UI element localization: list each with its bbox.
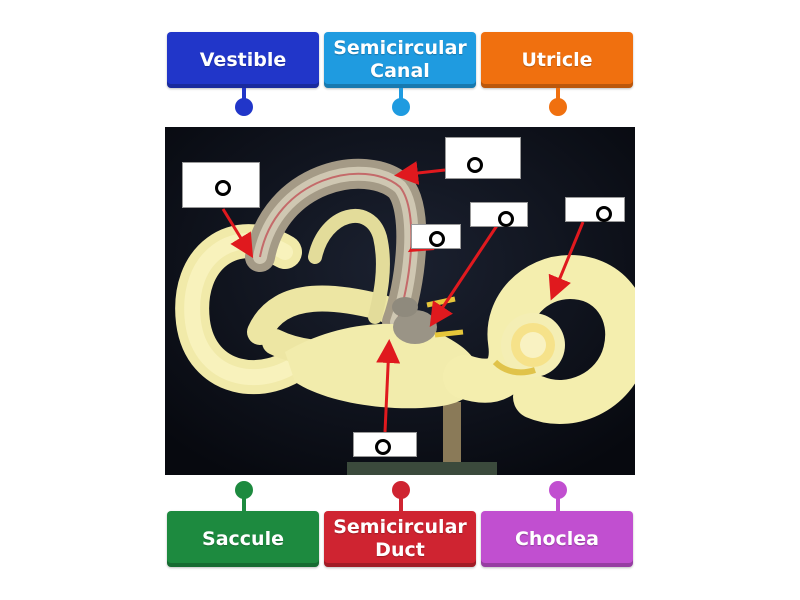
drop-zone-marker	[498, 211, 514, 227]
drop-zone[interactable]	[565, 197, 625, 222]
connector-dot	[392, 481, 410, 499]
label-text: Semicircular Canal	[328, 37, 472, 83]
drop-zone-marker	[467, 157, 483, 173]
connector-dot	[235, 98, 253, 116]
label-text: Vestible	[200, 49, 286, 72]
label-text: Utricle	[521, 49, 592, 72]
drop-zone-marker	[215, 180, 231, 196]
label-tile-saccule[interactable]: Saccule	[167, 511, 319, 567]
label-text: Saccule	[202, 528, 284, 551]
drop-zone[interactable]	[353, 432, 417, 457]
label-tile-semicircular-duct[interactable]: Semicircular Duct	[324, 511, 476, 567]
label-tile-semicircular-canal[interactable]: Semicircular Canal	[324, 32, 476, 88]
label-tile-utricle[interactable]: Utricle	[481, 32, 633, 88]
drop-zone[interactable]	[470, 202, 528, 227]
label-text: Choclea	[515, 528, 599, 551]
connector-dot	[549, 98, 567, 116]
connector-stem	[556, 497, 560, 511]
drop-zone[interactable]	[445, 137, 521, 179]
drop-zone-marker	[375, 439, 391, 455]
label-tile-vestible[interactable]: Vestible	[167, 32, 319, 88]
connector-stem	[399, 497, 403, 511]
inner-ear-diagram-image	[165, 127, 635, 475]
connector-stem	[242, 497, 246, 511]
drop-zone-marker	[429, 231, 445, 247]
connector-dot	[392, 98, 410, 116]
drop-zone-marker	[596, 206, 612, 222]
drop-zone[interactable]	[411, 224, 461, 249]
connector-dot	[235, 481, 253, 499]
label-tile-choclea[interactable]: Choclea	[481, 511, 633, 567]
connector-dot	[549, 481, 567, 499]
drop-zone[interactable]	[182, 162, 260, 208]
label-text: Semicircular Duct	[328, 516, 472, 562]
